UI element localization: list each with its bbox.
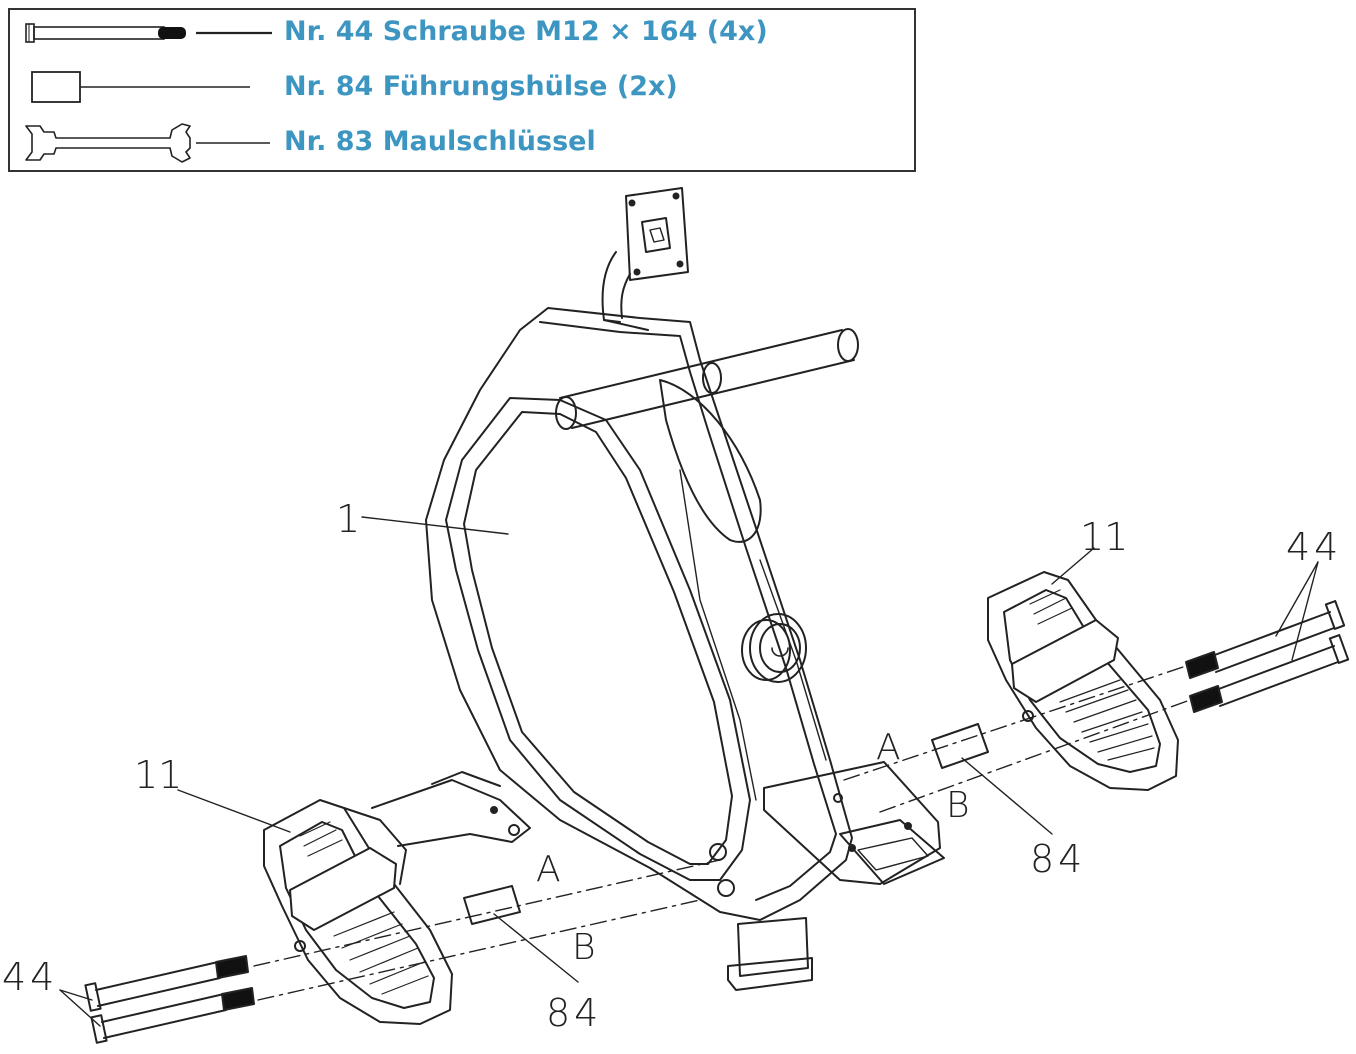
bolts-left xyxy=(84,955,255,1044)
bolt-icon xyxy=(25,23,272,43)
main-frame xyxy=(425,307,853,921)
callout-part-1: 1 xyxy=(336,497,361,541)
legend-row-bolt: Nr. 44 Schraube M12 × 164 (4x) xyxy=(10,10,914,60)
pedal-left xyxy=(263,799,453,1025)
monitor-bracket xyxy=(601,187,689,331)
callout-part-44-right: 44 xyxy=(1286,525,1343,569)
parts-legend: Nr. 44 Schraube M12 × 164 (4x) Nr. 84 Fü… xyxy=(8,8,916,172)
bolts-right xyxy=(1185,600,1350,713)
leader-lines xyxy=(59,516,1319,1027)
legend-row-wrench: Nr. 83 Maulschlüssel xyxy=(10,118,914,168)
rail-connector xyxy=(371,771,531,847)
assembly-lines xyxy=(253,665,1191,1001)
line-label-a-left: A xyxy=(536,849,561,890)
legend-label-bolt: Nr. 44 Schraube M12 × 164 (4x) xyxy=(284,16,768,47)
line-label-a-right: A xyxy=(876,727,901,768)
resistance-knob xyxy=(741,613,807,683)
line-label-b-right: B xyxy=(946,785,970,826)
guide-sleeve-left xyxy=(463,885,521,925)
callout-part-11-left: 11 xyxy=(134,753,183,797)
callout-part-44-left: 44 xyxy=(2,955,59,999)
callout-part-11-right: 11 xyxy=(1080,515,1129,559)
legend-label-sleeve: Nr. 84 Führungshülse (2x) xyxy=(284,71,678,102)
callout-part-84-left: 84 xyxy=(546,991,603,1035)
legend-row-sleeve: Nr. 84 Führungshülse (2x) xyxy=(10,64,914,114)
pedal-right xyxy=(987,571,1179,791)
guide-sleeve-right xyxy=(931,723,989,769)
front-holder xyxy=(763,761,945,885)
wrench-icon xyxy=(25,123,270,163)
legend-label-wrench: Nr. 83 Maulschlüssel xyxy=(284,126,596,157)
line-label-b-left: B xyxy=(572,927,596,968)
sleeve-icon xyxy=(31,71,250,103)
rear-leg xyxy=(727,917,813,991)
callout-part-84-right: 84 xyxy=(1030,837,1087,881)
